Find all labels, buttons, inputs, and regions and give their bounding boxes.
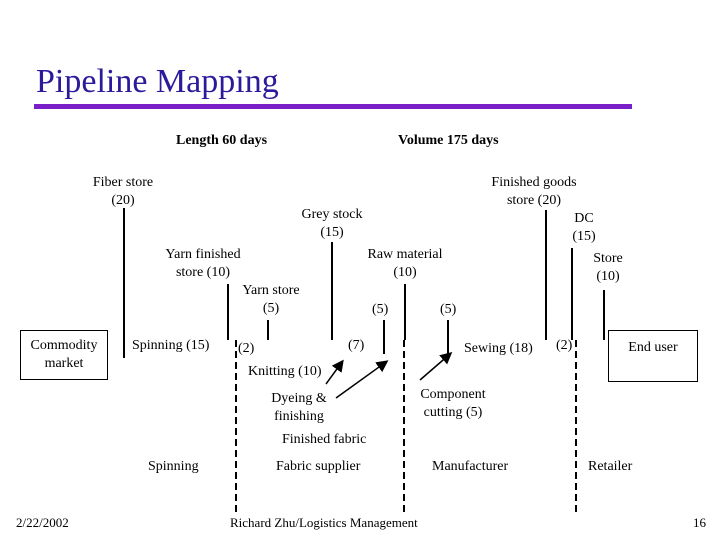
five-a-label: (5) — [372, 302, 389, 317]
raw-material-label: Raw material (10) — [367, 247, 443, 280]
grey-stock-label: Grey stock (15) — [301, 207, 363, 240]
finished-goods-label: Finished goods store (20) — [491, 175, 577, 208]
footer-date: 2/22/2002 — [16, 515, 69, 530]
commodity-market-box: Commodity market — [20, 330, 108, 380]
spinning-process-label: Spinning (15) — [132, 338, 210, 353]
dyeing-arrow — [335, 360, 389, 399]
yarn-store-label: Yarn store (5) — [242, 283, 300, 316]
dyeing-process-label: Dyeing & finishing — [271, 391, 327, 424]
commodity-market-label: Commodity market — [30, 338, 98, 371]
slide-title: Pipeline Mapping — [36, 63, 279, 100]
five-b-label: (5) — [440, 302, 457, 317]
component-cutting-label: Component cutting (5) — [420, 387, 486, 420]
stage-spinning-label: Spinning — [148, 459, 199, 474]
transit-seven-label: (7) — [348, 338, 365, 353]
transit-two-b-label: (2) — [556, 338, 573, 353]
dc-label: DC (15) — [572, 211, 596, 244]
length-summary: Length 60 days — [176, 133, 268, 148]
transit-two-a-label: (2) — [238, 341, 255, 356]
sewing-process-label: Sewing (18) — [464, 341, 533, 356]
finished-fabric-label: Finished fabric — [282, 432, 367, 447]
stage-manufacturer-label: Manufacturer — [432, 459, 509, 474]
stage-fabric-supplier-label: Fabric supplier — [276, 459, 361, 474]
title-underline — [34, 104, 632, 109]
cutting-arrow — [419, 352, 453, 381]
knitting-process-label: Knitting (10) — [248, 364, 322, 379]
store-label: Store (10) — [593, 251, 623, 284]
footer-author: Richard Zhu/Logistics Management — [230, 515, 418, 530]
yarn-finished-label: Yarn finished store (10) — [165, 247, 241, 280]
knitting-arrow — [325, 359, 344, 385]
end-user-box: End user — [608, 330, 698, 382]
page-number: 16 — [693, 515, 706, 530]
stage-retailer-label: Retailer — [588, 459, 633, 474]
volume-summary: Volume 175 days — [398, 133, 499, 148]
fiber-store-label: Fiber store (20) — [92, 175, 154, 208]
end-user-label: End user — [628, 340, 678, 355]
